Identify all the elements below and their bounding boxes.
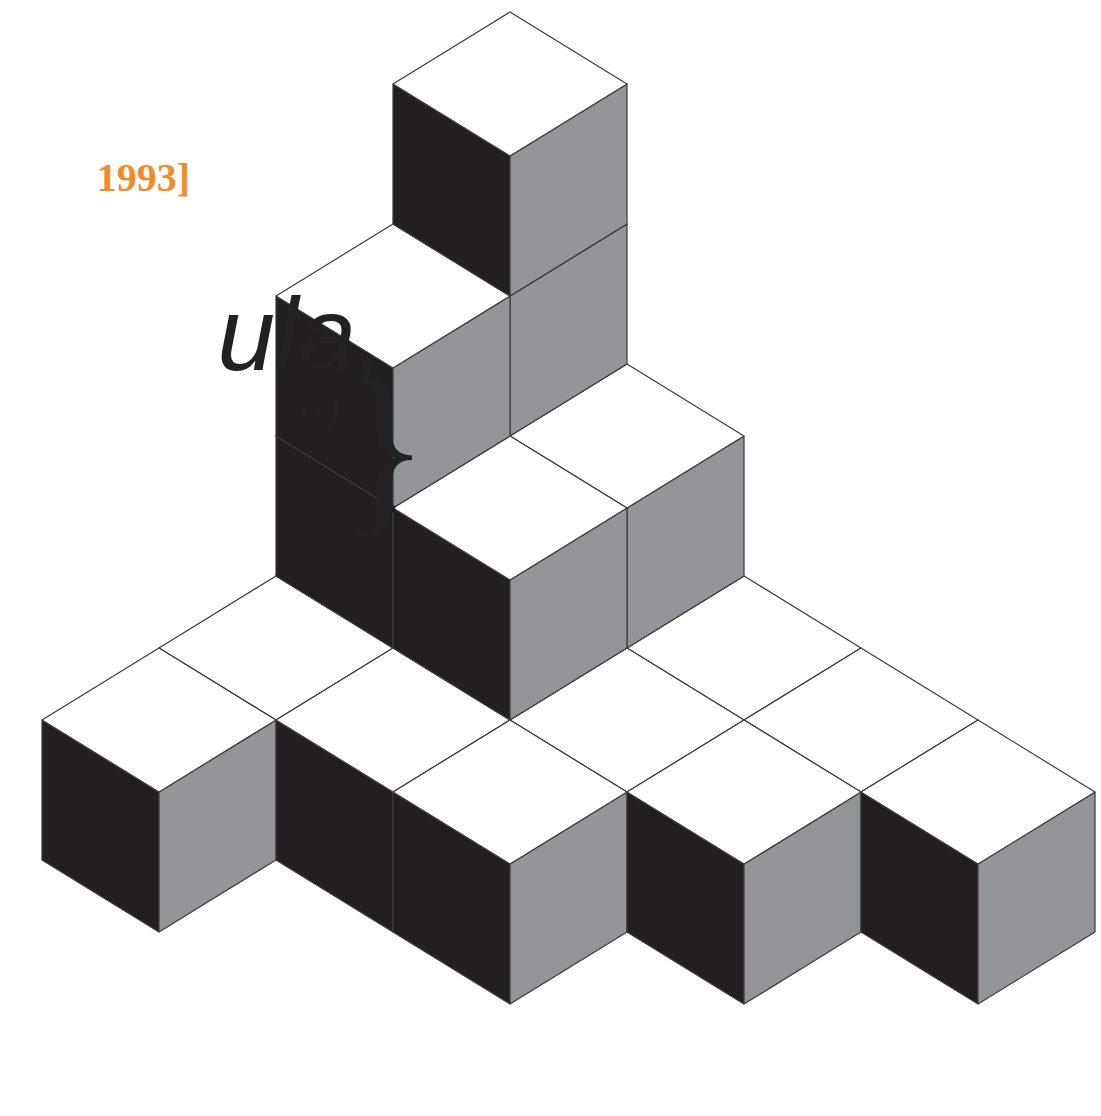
cube-top-face	[627, 720, 861, 864]
formula-period: .	[384, 462, 401, 522]
cube-top-face	[42, 648, 276, 792]
citation-year: 1993]	[97, 158, 190, 198]
cube-top-face	[861, 720, 1095, 864]
formula-term: α)	[301, 384, 340, 430]
cube-top-face	[393, 12, 627, 156]
formula-brace: }	[338, 352, 429, 542]
cube-top-face	[393, 720, 627, 864]
